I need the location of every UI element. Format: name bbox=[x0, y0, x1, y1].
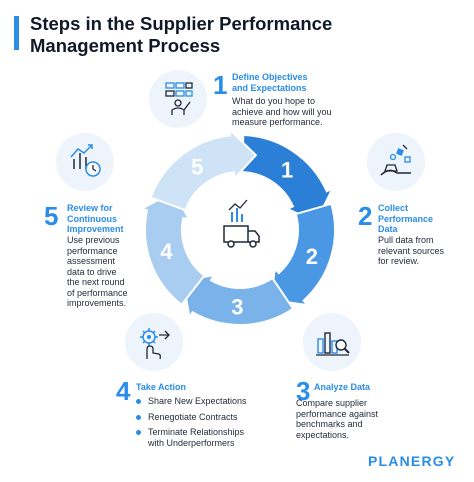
step-1-description: What do you hope to achieve and how will… bbox=[232, 96, 332, 127]
bullet-dot bbox=[136, 414, 141, 420]
cycle-arrow-3 bbox=[181, 273, 295, 326]
cycle-arrow-1 bbox=[240, 134, 335, 224]
brand-logo: PLANERGY bbox=[368, 453, 456, 469]
step-4-heading: Take Action bbox=[136, 382, 187, 392]
step-5-heading: Review for Continuous Improvement bbox=[67, 203, 124, 234]
step-4-number: 4 bbox=[116, 376, 131, 406]
step-4-action-list: Share New Expectations Renegotiate Contr… bbox=[136, 396, 247, 448]
title-accent-bar bbox=[14, 16, 19, 50]
page-title: Steps in the Supplier Performance Manage… bbox=[30, 13, 450, 57]
cycle-label-2: 2 bbox=[306, 244, 318, 269]
improvement-clock-icon bbox=[56, 133, 114, 191]
objectives-board-icon bbox=[149, 70, 207, 128]
cycle-label-4: 4 bbox=[160, 239, 173, 264]
list-item: Renegotiate Contracts bbox=[136, 412, 247, 423]
bullet-dot bbox=[136, 430, 141, 435]
cycle-arrow-5 bbox=[149, 130, 258, 212]
step-2-number: 2 bbox=[358, 201, 373, 231]
step-3-description: Compare supplier performance against ben… bbox=[296, 398, 379, 440]
step-3-heading: Analyze Data bbox=[314, 382, 371, 392]
list-item: Terminate Relationships bbox=[136, 427, 247, 438]
list-item-continued: with Underperformers bbox=[148, 437, 235, 448]
step-3-number: 3 bbox=[296, 376, 311, 406]
cycle-label-5: 5 bbox=[191, 155, 203, 180]
step-1-heading: Define Objectives and Expectations bbox=[232, 72, 308, 93]
delivery-truck-chart-icon bbox=[223, 199, 260, 248]
process-cycle-diagram: 1 2 3 4 5 bbox=[140, 130, 336, 326]
analysis-chart-icon bbox=[303, 313, 361, 371]
cycle-arrow-2 bbox=[270, 202, 336, 307]
title-line-2: Management Process bbox=[30, 35, 221, 56]
title-line-1: Steps in the Supplier Performance bbox=[30, 13, 333, 34]
step-2-description: Pull data from relevant sources for revi… bbox=[378, 235, 445, 266]
cycle-label-1: 1 bbox=[281, 158, 293, 183]
bullet-dot bbox=[136, 399, 141, 404]
cycle-label-3: 3 bbox=[231, 294, 243, 319]
step-5-description: Use previous performance assessment data… bbox=[67, 235, 128, 308]
action-gear-icon bbox=[125, 313, 183, 371]
step-5-number: 5 bbox=[44, 201, 59, 231]
data-collection-icon bbox=[367, 133, 425, 191]
step-1-number: 1 bbox=[213, 70, 228, 100]
step-2-heading: Collect Performance Data bbox=[378, 203, 434, 234]
list-item: Share New Expectations bbox=[136, 396, 247, 407]
cycle-arrow-4 bbox=[140, 190, 206, 307]
